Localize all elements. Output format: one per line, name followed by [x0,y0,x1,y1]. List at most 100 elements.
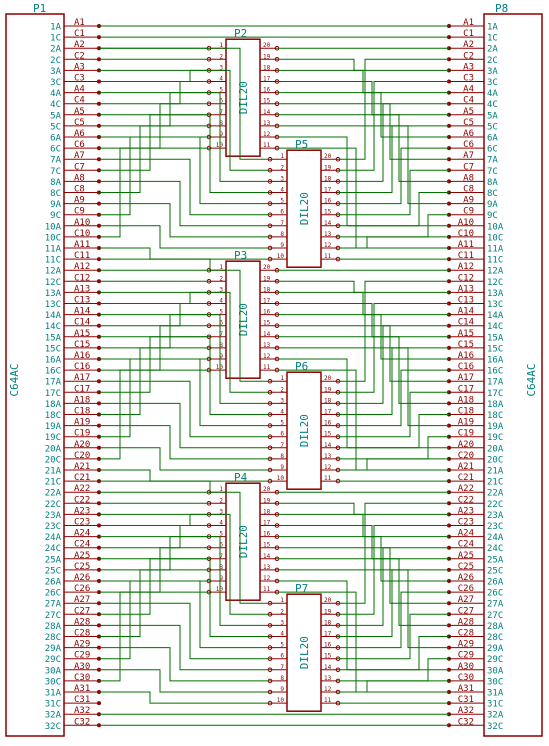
p8-net-label: A13 [458,284,474,294]
p8-pin-name: 31A [487,689,504,699]
p8-net-label: C31 [458,695,474,705]
p8-pin-name: 31C [487,700,503,710]
p8-net-label: A23 [458,506,474,516]
p8-pin-name: 22A [487,489,504,499]
dip-pin-number: 6 [280,209,284,216]
dip-pin-number: 1 [219,264,223,271]
p1-net-label: A25 [74,551,90,561]
dip-pin-number: 10 [277,475,285,482]
p1-pin-end [97,701,101,706]
p8-pin-name: 24A [487,533,504,543]
p8-net-label: A19 [458,418,474,428]
dip-pin-number: 2 [280,608,284,615]
wire [338,458,449,471]
dip-pin-number: 9 [280,242,284,249]
dip-pin-number: 17 [263,76,271,83]
dip-pin-number: 12 [324,464,332,471]
p1-pin-name: 12C [45,278,61,288]
p8-pin-name: 25A [487,555,504,565]
dip-pin-number: 18 [324,397,332,404]
dip-pin-number: 19 [324,164,332,171]
dip-pin-number: 12 [263,353,271,360]
wire [99,180,270,227]
wire [99,147,209,238]
p8-pin-name: 10C [487,233,503,243]
p1-net-label: A21 [74,462,90,472]
dip-value: DIL20 [237,303,250,336]
wire [99,69,270,171]
p8-net-label: A9 [463,196,474,206]
p1-net-label: C2 [74,51,85,61]
dip-pin-number: 11 [263,364,271,371]
wire [99,136,209,216]
wire [99,258,211,271]
p1-net-label: A4 [74,85,85,95]
p1-pin-name: 1C [50,34,61,44]
p8-pin-name: 29A [487,644,504,654]
dip-pin-number: 4 [219,298,223,305]
dip-pin-number: 2 [219,275,223,282]
wire [99,647,270,682]
dip-pin-number: 12 [263,131,271,138]
wire [338,192,449,227]
p8-pin-name: 10A [487,222,504,232]
wire [99,591,209,682]
p1-net-label: A1 [74,18,85,28]
wire [99,669,270,693]
p8-net-label: C30 [458,673,474,683]
wire [99,513,209,526]
wire [99,513,270,615]
dip-pin-number: 10 [277,697,285,704]
wire [277,303,449,338]
dip-pin-number: 7 [219,109,223,116]
p1-net-label: C31 [74,695,90,705]
dip-pin-number: 20 [324,375,332,382]
p8-pin-name: 12C [487,278,503,288]
wire [99,358,270,427]
dip-pin-number: 16 [263,87,271,94]
p1-net-label: C6 [74,140,85,150]
dip-body [286,371,322,490]
wire [338,502,449,604]
p8-pin-name: 1C [487,34,498,44]
wire [338,547,449,626]
p8-net-label: C4 [463,96,474,106]
dip-pin-number: 7 [280,220,284,227]
wire [277,280,449,293]
dip-pin-number: 7 [219,553,223,560]
dip-ref: P6 [295,360,308,373]
dip-pin-number: 2 [280,386,284,393]
p8-net-label: C23 [458,518,474,528]
dip-value: DIL20 [298,192,311,225]
dip-pin-number: 9 [280,686,284,693]
connector-p1-ref: P1 [33,2,46,15]
wire [99,536,270,626]
p1-pin-name: 21A [45,467,62,477]
p1-pin-name: 32C [45,722,61,732]
p8-pin-name: 6A [487,134,498,144]
p8-pin-name: 13A [487,289,504,299]
wire [338,81,449,171]
wire [99,536,209,571]
dip-pin-number: 12 [263,575,271,582]
p1-net-label: C22 [74,495,90,505]
p8-net-label: A32 [458,706,474,716]
wire [99,336,270,415]
p1-net-label: C21 [74,473,90,483]
p1-pin-name: 13A [45,289,62,299]
p1-net-label: C13 [74,296,90,306]
p8-pin-name: 28C [487,633,503,643]
p1-pin-name: 26C [45,589,61,599]
p8-pin-name: 13C [487,300,503,310]
p8-net-label: C3 [463,74,474,84]
p1-net-label: A11 [74,240,90,250]
p1-net-label: C17 [74,384,90,394]
p1-net-label: C24 [74,540,90,550]
p1-net-label: A18 [74,395,90,405]
dip-pin-number: 5 [280,420,284,427]
dip-pin-number: 15 [324,431,332,438]
p1-net-label: C3 [74,74,85,84]
wire [338,169,449,216]
p1-pin-name: 3C [50,78,61,88]
p1-net-label: C8 [74,185,85,195]
